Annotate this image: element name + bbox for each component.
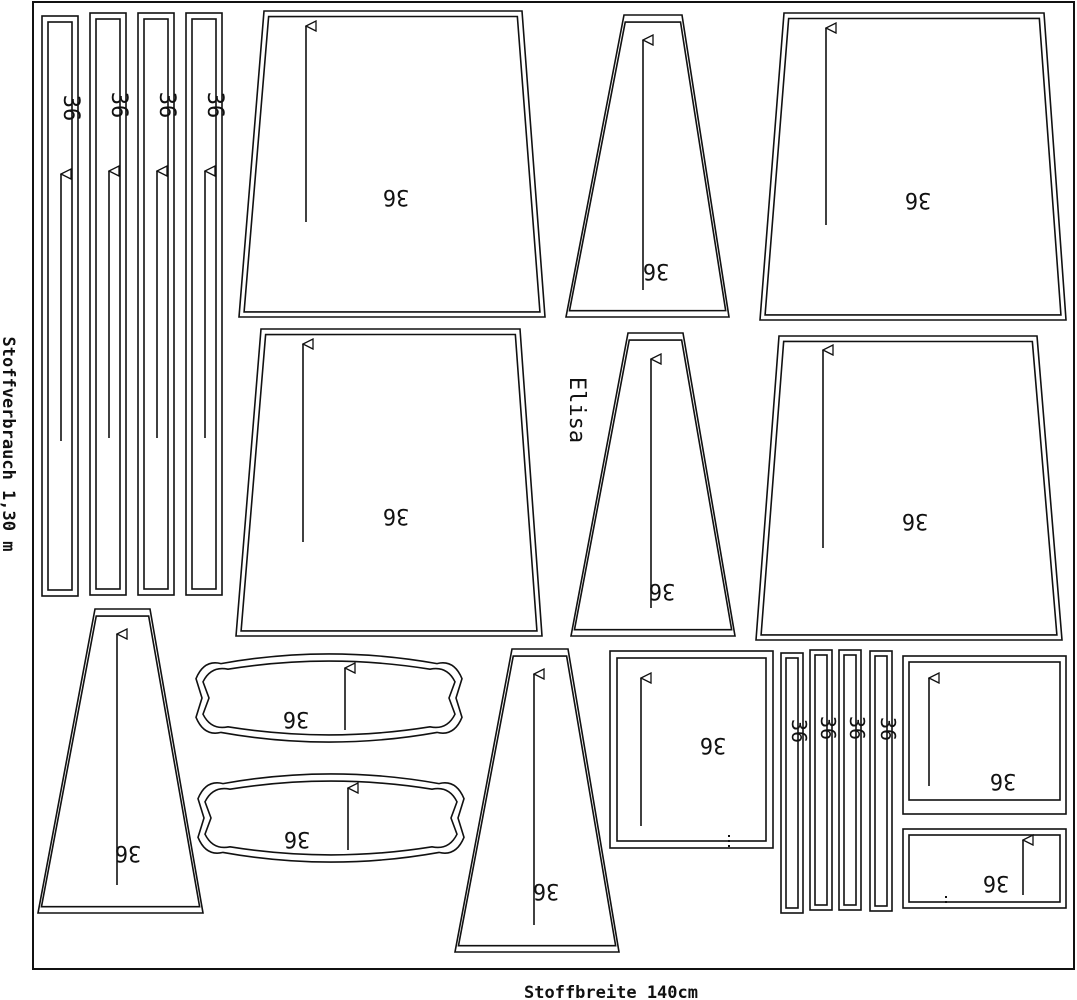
pattern-piece-strap-1: 36 — [41, 15, 83, 597]
size-label: 36 — [983, 870, 1010, 895]
size-label: 36 — [383, 503, 410, 528]
size-label: 36 — [284, 826, 311, 851]
pattern-piece-strap-3: 36 — [137, 12, 179, 596]
size-label: 36 — [700, 732, 727, 757]
pattern-piece-small-strap-4: 36 — [869, 650, 900, 912]
size-label: 36 — [649, 578, 676, 603]
fabric-width-label: Stoffbreite 140cm — [524, 983, 698, 1000]
size-label: 36 — [990, 768, 1017, 793]
size-label: 36 — [283, 706, 310, 731]
size-label: 36 — [905, 187, 932, 212]
pattern-piece-panel-narrow-bottom-center: 36 — [454, 648, 620, 953]
size-label: 36 — [106, 92, 131, 119]
size-label: 36 — [115, 840, 142, 865]
pattern-piece-panel-large-mid-right: 36 — [755, 335, 1063, 641]
fabric-border — [32, 1, 1075, 970]
pattern-piece-panel-large-top-left: 36 — [238, 10, 546, 318]
pattern-piece-panel-narrow-mid-center: 36 — [570, 332, 736, 637]
pattern-piece-panel-narrow-top-center: 36 — [565, 14, 730, 318]
pattern-piece-strap-2: 36 — [89, 12, 131, 596]
size-label: 36 — [58, 95, 83, 122]
pattern-piece-square-bottom: 36 — [609, 650, 774, 849]
size-label: 36 — [383, 184, 410, 209]
name-label: Elisa — [564, 377, 589, 443]
size-label: 36 — [816, 716, 840, 740]
size-label: 36 — [154, 92, 179, 119]
pattern-piece-small-strap-2: 36 — [809, 649, 840, 911]
pattern-piece-rect-bottom-right-top: 36 — [902, 655, 1067, 815]
size-label: 36 — [202, 92, 227, 119]
size-label: 36 — [787, 719, 811, 743]
pattern-piece-oval-top: 36 — [195, 653, 463, 743]
size-label: 36 — [533, 878, 560, 903]
fabric-usage-label: Stoffverbrauch 1,30 m — [0, 337, 18, 552]
pattern-piece-panel-large-top-right: 36 — [759, 12, 1067, 321]
pattern-piece-oval-bottom: 36 — [197, 773, 465, 863]
size-label: 36 — [643, 258, 670, 283]
pattern-piece-panel-large-mid-left: 36 — [235, 328, 543, 637]
pattern-piece-small-strap-3: 36 — [838, 649, 869, 911]
size-label: 36 — [845, 716, 869, 740]
pattern-piece-small-strap-1: 36 — [780, 652, 811, 914]
size-label: 36 — [902, 508, 929, 533]
pattern-piece-rect-bottom-right-bottom: 36 — [902, 828, 1067, 909]
size-label: 36 — [876, 717, 900, 741]
pattern-piece-strap-4: 36 — [185, 12, 227, 596]
pattern-piece-panel-narrow-bottom-left: 36 — [37, 608, 204, 914]
